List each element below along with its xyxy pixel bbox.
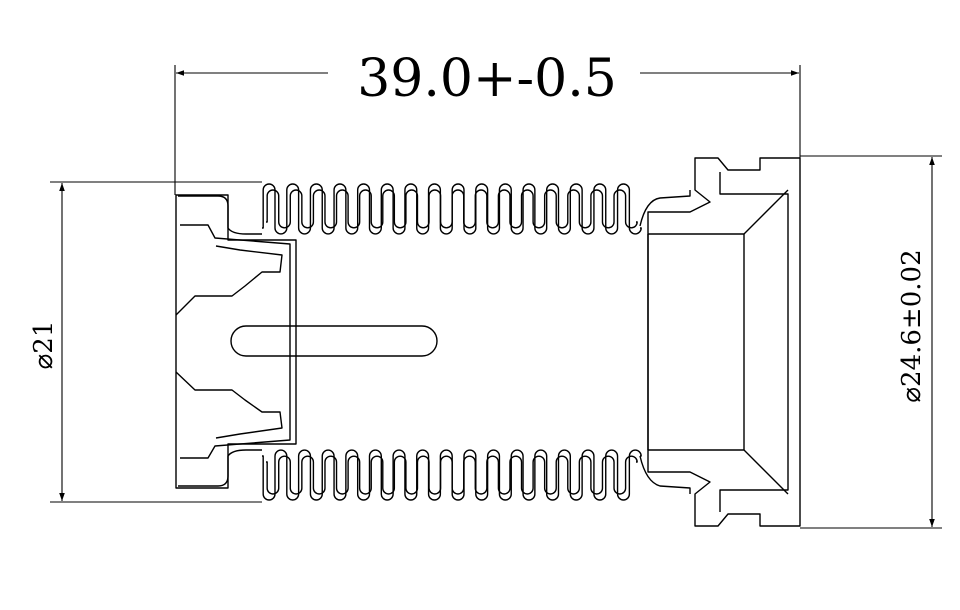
bellows-connector-top-right bbox=[639, 190, 691, 227]
length-dimension: 39.0+-0.5 bbox=[174, 49, 801, 195]
center-tab bbox=[230, 325, 438, 357]
outer-diameter-dimension: ⌀24.6±0.02 bbox=[800, 155, 942, 529]
left-cap-inner bbox=[180, 224, 291, 459]
bellows-top-inner bbox=[266, 189, 638, 229]
right-fitting-outline bbox=[647, 157, 801, 527]
length-dimension-text: 39.0+-0.5 bbox=[357, 49, 617, 109]
inner-diameter-dimension: ⌀21 bbox=[29, 181, 262, 503]
bellows-connector-bottom-right bbox=[639, 455, 691, 494]
bellows-part bbox=[175, 157, 801, 527]
bellows-connector-bottom-left bbox=[178, 449, 262, 487]
left-cap-contour-bottom bbox=[175, 371, 283, 439]
bellows-connector-top-left bbox=[178, 195, 262, 235]
right-fitting-inner bbox=[719, 172, 789, 512]
inner-diameter-text: ⌀21 bbox=[29, 321, 59, 370]
left-cap-contour-top bbox=[175, 245, 283, 316]
bellows-bottom-outer bbox=[262, 449, 642, 501]
bellows-bottom-inner bbox=[266, 455, 638, 495]
outer-diameter-text: ⌀24.6±0.02 bbox=[897, 249, 927, 402]
bellows-top-outer bbox=[262, 183, 642, 235]
